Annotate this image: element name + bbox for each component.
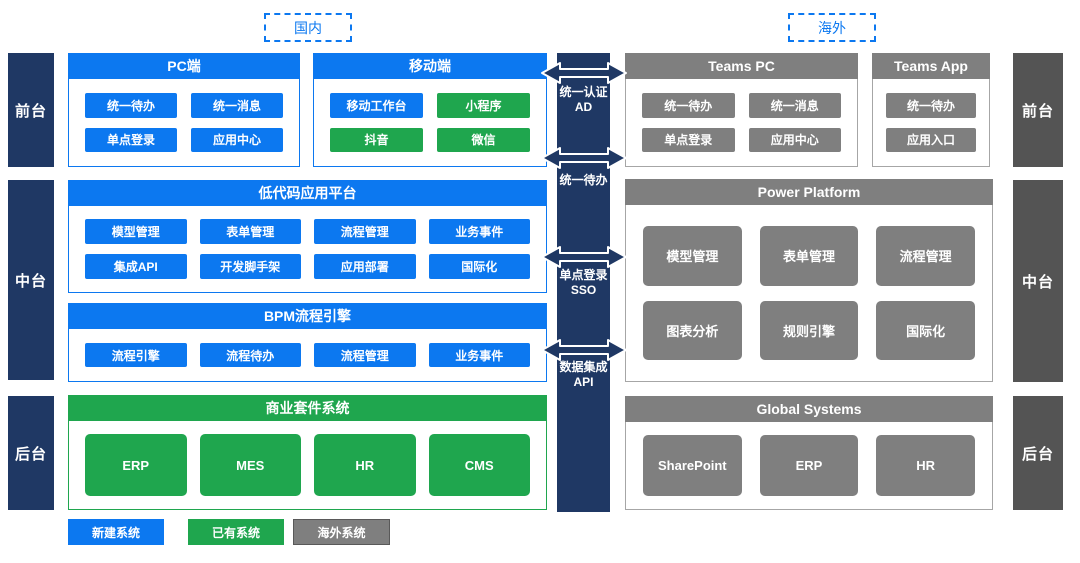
lowcode-item: 表单管理: [199, 219, 301, 244]
power-platform-box: Power Platform 模型管理 表单管理 流程管理 图表分析 规则引擎 …: [625, 179, 993, 382]
sidebar-right-middle: 中台: [1013, 180, 1063, 382]
teams-pc-title: Teams PC: [625, 53, 858, 79]
overseas-region-label: 海外: [788, 13, 876, 42]
power-platform-title: Power Platform: [625, 179, 993, 205]
pc-item: 统一消息: [191, 93, 283, 118]
lowcode-item: 业务事件: [428, 219, 530, 244]
sidebar-left-middle: 中台: [8, 180, 54, 380]
pc-item: 单点登录: [85, 127, 177, 152]
bpm-item: 流程引擎: [85, 343, 187, 367]
mobile-item: 微信: [437, 127, 530, 152]
power-platform-body: 模型管理 表单管理 流程管理 图表分析 规则引擎 国际化: [625, 205, 993, 382]
connector-label-todo: 统一待办: [559, 173, 608, 187]
lowcode-item: 流程管理: [314, 219, 416, 244]
global-systems-item: ERP: [759, 435, 859, 496]
lowcode-item: 集成API: [85, 254, 187, 279]
suite-item: HR: [314, 434, 416, 496]
bpm-box-title: BPM流程引擎: [68, 303, 547, 329]
lowcode-box-title: 低代码应用平台: [68, 180, 547, 206]
bpm-box: BPM流程引擎 流程引擎 流程待办 流程管理 业务事件: [68, 303, 547, 382]
suite-box: 商业套件系统 ERP MES HR CMS: [68, 395, 547, 510]
bpm-box-body: 流程引擎 流程待办 流程管理 业务事件: [68, 329, 547, 382]
legend-new-system: 新建系统: [68, 519, 164, 545]
power-platform-item: 规则引擎: [759, 300, 859, 360]
mobile-item: 移动工作台: [330, 93, 423, 118]
sidebar-right-front: 前台: [1013, 53, 1063, 167]
suite-item: ERP: [85, 434, 187, 496]
bpm-item: 业务事件: [428, 343, 530, 367]
power-platform-item: 国际化: [876, 300, 975, 360]
bpm-item: 流程管理: [314, 343, 416, 367]
lowcode-item: 国际化: [428, 254, 530, 279]
teams-app-body: 统一待办 应用入口: [872, 79, 990, 167]
mobile-box: 移动端 移动工作台 小程序 抖音 微信: [313, 53, 547, 167]
suite-item: CMS: [428, 434, 530, 496]
legend-overseas-system: 海外系统: [293, 519, 390, 545]
power-platform-item: 模型管理: [643, 226, 742, 286]
suite-box-body: ERP MES HR CMS: [68, 421, 547, 510]
lowcode-box: 低代码应用平台 模型管理 表单管理 流程管理 业务事件 集成API 开发脚手架 …: [68, 180, 547, 293]
domestic-region-label: 国内: [264, 13, 352, 42]
pc-box: PC端 统一待办 统一消息 单点登录 应用中心: [68, 53, 300, 167]
lowcode-item: 模型管理: [85, 219, 187, 244]
power-platform-item: 表单管理: [759, 226, 859, 286]
teams-app-title: Teams App: [872, 53, 990, 79]
bpm-item: 流程待办: [199, 343, 301, 367]
mobile-item: 抖音: [330, 127, 423, 152]
pc-box-body: 统一待办 统一消息 单点登录 应用中心: [68, 79, 300, 167]
teams-pc-item: 单点登录: [642, 127, 735, 152]
teams-pc-item: 统一消息: [748, 93, 841, 118]
double-arrow-icon: [541, 246, 627, 268]
teams-app-item: 统一待办: [886, 93, 976, 118]
mobile-item: 小程序: [437, 93, 530, 118]
power-platform-item: 图表分析: [643, 300, 742, 360]
teams-pc-body: 统一待办 统一消息 单点登录 应用中心: [625, 79, 858, 167]
teams-app-box: Teams App 统一待办 应用入口: [872, 53, 990, 167]
pc-box-title: PC端: [68, 53, 300, 79]
power-platform-item: 流程管理: [876, 226, 975, 286]
teams-pc-item: 应用中心: [748, 127, 841, 152]
lowcode-item: 应用部署: [314, 254, 416, 279]
global-systems-item: HR: [876, 435, 975, 496]
sidebar-left-back: 后台: [8, 396, 54, 510]
lowcode-box-body: 模型管理 表单管理 流程管理 业务事件 集成API 开发脚手架 应用部署 国际化: [68, 206, 547, 293]
teams-pc-item: 统一待办: [642, 93, 735, 118]
global-systems-body: SharePoint ERP HR: [625, 422, 993, 510]
mobile-box-title: 移动端: [313, 53, 547, 79]
pc-item: 应用中心: [191, 127, 283, 152]
double-arrow-icon: [541, 147, 627, 169]
sidebar-left-front: 前台: [8, 53, 54, 167]
global-systems-title: Global Systems: [625, 396, 993, 422]
double-arrow-icon: [541, 62, 627, 84]
global-systems-item: SharePoint: [643, 435, 742, 496]
teams-app-item: 应用入口: [886, 127, 976, 152]
lowcode-item: 开发脚手架: [199, 254, 301, 279]
global-systems-box: Global Systems SharePoint ERP HR: [625, 396, 993, 510]
pc-item: 统一待办: [85, 93, 177, 118]
suite-box-title: 商业套件系统: [68, 395, 547, 421]
sidebar-right-back: 后台: [1013, 396, 1063, 510]
suite-item: MES: [199, 434, 301, 496]
mobile-box-body: 移动工作台 小程序 抖音 微信: [313, 79, 547, 167]
teams-pc-box: Teams PC 统一待办 统一消息 单点登录 应用中心: [625, 53, 858, 167]
legend-existing-system: 已有系统: [188, 519, 284, 545]
double-arrow-icon: [541, 339, 627, 361]
